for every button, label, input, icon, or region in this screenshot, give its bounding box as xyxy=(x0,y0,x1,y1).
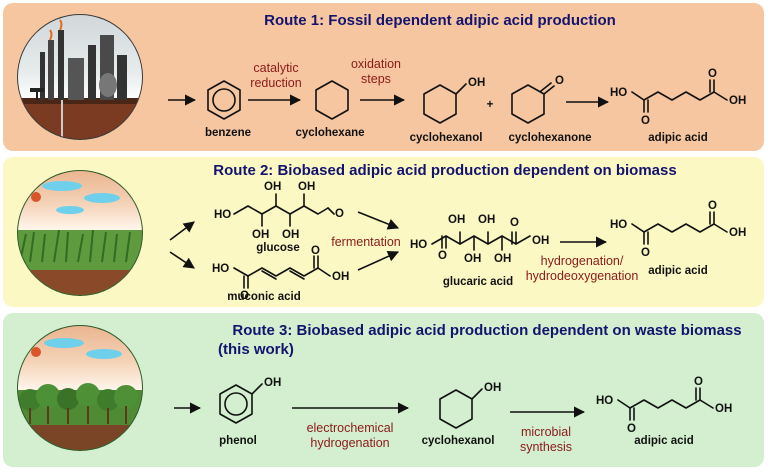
route2-arrow-from-glucose xyxy=(357,211,400,230)
svg-text:OH: OH xyxy=(298,181,315,193)
fermentation-label: fermentation xyxy=(331,235,401,249)
svg-text:OH: OH xyxy=(478,214,495,226)
route1-panel: Route 1: Fossil dependent adipic acid pr… xyxy=(3,3,764,151)
route3-step-m-line2: synthesis xyxy=(520,440,572,454)
route1-background xyxy=(3,3,764,151)
route3-panel: Route 3: Biobased adipic acid production… xyxy=(3,313,764,467)
svg-text:O: O xyxy=(694,376,703,388)
route2-step-line1: hydrogenation/ xyxy=(541,254,624,268)
route1-step2-line2: steps xyxy=(361,72,391,86)
svg-text:OH: OH xyxy=(332,271,349,283)
route2-panel: Route 2: Biobased adipic acid production… xyxy=(3,157,764,307)
svg-text:O: O xyxy=(311,245,320,257)
route3-background xyxy=(3,313,764,467)
route3-title-line2: (this work) xyxy=(218,341,294,358)
cyclohexanol-structure-r1: OH xyxy=(423,77,485,124)
svg-text:OH: OH xyxy=(715,403,732,415)
svg-text:OH: OH xyxy=(264,377,281,389)
cyclohexanol-label-r1: cyclohexanol xyxy=(410,132,483,144)
adipic-acid-label-r2: adipic acid xyxy=(648,265,707,277)
glucaric-acid-structure: HO O OH OH OH OH O OH xyxy=(410,214,549,265)
route2-arrow-muconic xyxy=(169,251,195,269)
route1-step1-line1: catalytic xyxy=(253,61,298,75)
route3-step-m-line1: microbial xyxy=(521,425,571,439)
svg-text:OH: OH xyxy=(729,95,746,107)
svg-text:OH: OH xyxy=(532,235,549,247)
route1-title: Route 1: Fossil dependent adipic acid pr… xyxy=(264,12,616,29)
svg-text:OH: OH xyxy=(252,229,269,241)
cyclohexanone-label: cyclohexanone xyxy=(508,132,591,144)
svg-text:HO: HO xyxy=(214,209,231,221)
svg-text:OH: OH xyxy=(264,181,281,193)
benzene-label: benzene xyxy=(205,127,251,139)
route1-step1-line2: reduction xyxy=(250,76,301,90)
adipic-acid-structure-r3: HO O O OH xyxy=(596,376,732,435)
route3-step-e-line2: hydrogenation xyxy=(310,436,389,450)
route2-title: Route 2: Biobased adipic acid production… xyxy=(213,162,676,179)
route2-arrow-glucose xyxy=(169,221,195,241)
svg-text:OH: OH xyxy=(468,77,485,89)
adipic-acid-structure-r2: HO O O OH xyxy=(610,200,746,259)
svg-text:O: O xyxy=(641,247,650,259)
cyclohexanol-structure-r3: OH xyxy=(439,382,501,429)
svg-text:O: O xyxy=(335,208,344,220)
adipic-acid-label-r3: adipic acid xyxy=(634,435,693,447)
svg-text:O: O xyxy=(438,250,447,262)
svg-text:HO: HO xyxy=(410,239,427,251)
glucose-label: glucose xyxy=(256,242,299,254)
svg-text:OH: OH xyxy=(448,214,465,226)
route1-step2-line1: oxidation xyxy=(351,57,401,71)
plus-sign: + xyxy=(487,99,494,111)
cyclohexane-label: cyclohexane xyxy=(295,127,364,139)
svg-text:OH: OH xyxy=(729,227,746,239)
svg-text:OH: OH xyxy=(494,253,511,265)
benzene-structure xyxy=(207,80,241,120)
svg-text:OH: OH xyxy=(464,253,481,265)
glucose-structure: HO O OH OH OH OH xyxy=(214,181,344,241)
phenol-structure: OH xyxy=(219,377,281,424)
muconic-acid-label: muconic acid xyxy=(227,291,301,303)
svg-text:OH: OH xyxy=(282,229,299,241)
glucaric-acid-label: glucaric acid xyxy=(443,276,513,288)
svg-text:HO: HO xyxy=(610,87,627,99)
muconic-acid-structure: HO O O OH xyxy=(212,245,349,302)
svg-text:O: O xyxy=(641,115,650,127)
svg-text:HO: HO xyxy=(610,219,627,231)
svg-text:O: O xyxy=(708,200,717,212)
adipic-acid-structure-r1: HO O O OH xyxy=(610,68,746,127)
svg-text:O: O xyxy=(240,290,249,302)
svg-text:O: O xyxy=(510,217,519,229)
adipic-acid-label-r1: adipic acid xyxy=(648,132,707,144)
route3-title-line1: Route 3: Biobased adipic acid production… xyxy=(232,322,741,339)
svg-text:OH: OH xyxy=(484,382,501,394)
route3-step-e-line1: electrochemical xyxy=(307,421,394,435)
cyclohexanone-structure: O xyxy=(511,75,564,124)
svg-text:O: O xyxy=(627,423,636,435)
svg-text:HO: HO xyxy=(596,395,613,407)
svg-text:HO: HO xyxy=(212,263,229,275)
route2-arrow-from-muconic xyxy=(357,251,400,271)
cyclohexane-structure xyxy=(315,80,349,120)
route2-step-line2: hydrodeoxygenation xyxy=(526,269,639,283)
route2-background xyxy=(3,157,764,307)
phenol-label: phenol xyxy=(219,435,257,447)
cyclohexanol-label-r3: cyclohexanol xyxy=(422,435,495,447)
svg-text:O: O xyxy=(555,75,564,87)
svg-text:O: O xyxy=(708,68,717,80)
